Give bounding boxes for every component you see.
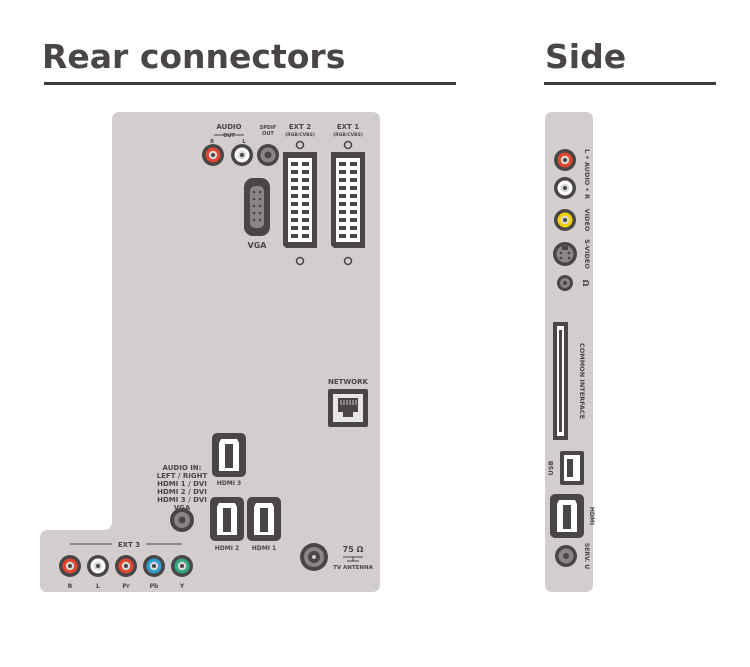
audio-out-r-jack[interactable] [202,144,224,166]
side-audio-l-jack[interactable] [554,177,576,199]
ext3-pr-label: Pr [122,583,129,590]
hdmi3-label: HDMI 3 [217,480,241,487]
hdmi2-label: HDMI 2 [215,545,239,552]
audio-in-line-3: HDMI 1 / DVI [157,480,207,488]
ext3-pb-label: Pb [150,583,159,590]
ext3-audio-l-jack[interactable] [87,555,109,577]
side-usb-label: USB [547,461,555,476]
network-port[interactable] [328,389,368,427]
rear-connectors-heading: Rear connectors [42,37,346,76]
audio-out-l-jack[interactable] [231,144,253,166]
antenna-icon [343,556,363,562]
ext1-label: EXT 1 [337,123,359,131]
common-interface-slot[interactable] [553,322,568,440]
side-audio-label: L • AUDIO • R [583,149,591,199]
audio-in-line-2: LEFT / RIGHT [157,472,208,480]
side-hdmi-label: HDMI [588,507,595,525]
ext3-label: EXT 3 [118,541,140,549]
ext3-pb-jack[interactable] [143,555,165,577]
spdif-label: SPDIF [260,125,277,131]
side-svideo-label: S-VIDEO [583,239,591,269]
side-video-jack[interactable] [554,209,576,231]
headphone-icon: Ω [581,280,590,287]
ohm-label: 75 Ω [343,545,364,554]
audio-out-label: AUDIO [216,123,241,131]
rear-heading-rule [44,82,456,85]
serv-u-jack[interactable] [555,545,577,567]
ext2-screw-bottom [295,256,305,266]
audio-out-r-label: R [210,139,214,145]
audio-out-l-label: L [242,139,246,145]
ext2-scart-port[interactable] [283,152,317,248]
audio-in-line-1: AUDIO IN: [163,464,202,472]
ext3-y-jack[interactable] [171,555,193,577]
hdmi1-label: HDMI 1 [252,545,276,552]
ext1-scart-port[interactable] [331,152,365,248]
network-label: NETWORK [328,378,368,386]
side-headphone-jack[interactable] [557,275,573,291]
ext1-sub-label: (RGB/CVBS) [333,132,363,138]
tv-antenna-label: TV ANTENNA [333,565,373,571]
ext2-label: EXT 2 [289,123,311,131]
audio-in-line-5: HDMI 3 / DVI [157,496,207,504]
ext3-pr-jack[interactable] [115,555,137,577]
vga-port[interactable] [244,178,270,236]
audio-in-line-6: VGA [174,504,191,512]
spdif-jack[interactable] [257,144,279,166]
hdmi3-port[interactable] [212,433,246,477]
spdif-out-label: OUT [262,131,274,137]
ext2-screw-top [295,140,305,150]
common-interface-label: COMMON INTERFACE [578,343,586,419]
audio-out-sub-label: OUT [223,133,235,139]
side-heading: Side [545,37,627,76]
ext3-r-label: R [68,583,73,590]
side-heading-rule [544,82,716,85]
ext3-y-label: Y [179,583,185,590]
side-audio-r-jack[interactable] [554,149,576,171]
ext3-l-label: L [96,583,100,590]
serv-u-label: SERV. U [583,543,590,569]
ext1-screw-bottom [343,256,353,266]
audio-in-line-4: HDMI 2 / DVI [157,488,207,496]
vga-label: VGA [248,241,268,250]
tv-antenna-port[interactable] [300,543,328,571]
hdmi2-port[interactable] [210,497,244,541]
ext2-sub-label: (RGB/CVBS) [285,132,315,138]
ext3-audio-r-jack[interactable] [59,555,81,577]
audio-in-jack[interactable] [170,508,194,532]
hdmi1-port[interactable] [247,497,281,541]
side-svideo-port[interactable] [553,242,577,266]
ext1-screw-top [343,140,353,150]
side-video-label: VIDEO [583,209,591,232]
side-hdmi-port[interactable] [550,494,584,538]
side-usb-port[interactable] [560,451,584,485]
